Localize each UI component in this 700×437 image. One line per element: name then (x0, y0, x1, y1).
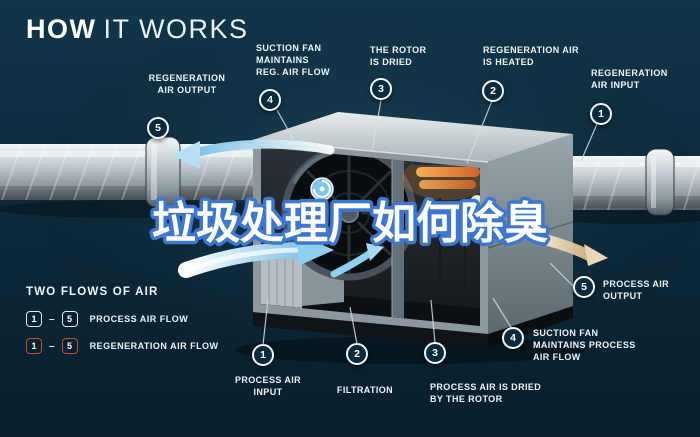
legend-dash: – (49, 340, 55, 352)
regen-output-arrow (172, 139, 335, 169)
callout-label-process-fan: SUCTION FAN MAINTAINS PROCESS AIR FLOW (533, 328, 636, 363)
divider-wall (392, 153, 404, 326)
callout-label-regen-heated: REGENERATION AIR IS HEATED (483, 45, 579, 68)
callout-label-filtration: FILTRATION (336, 385, 394, 395)
callout-badge-regen-input: 1 (590, 103, 612, 125)
outlet-cone (466, 195, 480, 237)
legend-row-regeneration: 1 – 5 REGENERATION AIR FLOW (26, 338, 219, 354)
flow-arrows (172, 139, 608, 278)
legend-label-regeneration: REGENERATION AIR FLOW (89, 341, 219, 351)
callout-badge-regen-heated: 2 (482, 80, 504, 102)
callout-badge-process-dried: 3 (424, 342, 446, 364)
legend: TWO FLOWS OF AIR 1 – 5 PROCESS AIR FLOW … (26, 286, 219, 365)
leader-lines (157, 99, 598, 346)
callout-label-regen-fan: SUCTION FAN MAINTAINS REG. AIR FLOW (256, 43, 330, 78)
title-it-works: IT WORKS (103, 14, 249, 44)
unit-right-face (488, 134, 573, 334)
legend-regen-start-badge: 1 (26, 338, 42, 354)
callout-label-regen-input: REGENERATION AIR INPUT (591, 68, 668, 91)
unit-top-face (253, 112, 573, 162)
callout-badge-regen-output: 5 (147, 117, 169, 139)
process-output-arrow (532, 232, 608, 266)
callout-label-regen-output: REGENERATION AIR OUTPUT (148, 73, 226, 96)
callout-badge-filtration: 2 (346, 343, 368, 365)
unit-base (253, 312, 488, 348)
callout-label-process-input: PROCESS AIR INPUT (234, 375, 302, 398)
callout-label-process-output: PROCESS AIR OUTPUT (603, 279, 670, 302)
legend-heading: TWO FLOWS OF AIR (26, 286, 159, 298)
process-input-arrow (178, 234, 334, 278)
right-duct (540, 148, 700, 224)
callout-label-rotor-dried: THE ROTOR IS DRIED (370, 45, 427, 68)
legend-label-process: PROCESS AIR FLOW (89, 314, 189, 324)
title-how: HOW (26, 14, 97, 44)
legend-regen-end-badge: 5 (61, 338, 78, 354)
duct-flange-right (645, 148, 675, 216)
callout-badge-rotor-dried: 3 (370, 78, 392, 100)
callout-badge-regen-fan: 4 (259, 89, 281, 111)
fan-swirl-icon (310, 177, 334, 201)
legend-row-process: 1 – 5 PROCESS AIR FLOW (26, 311, 219, 327)
callout-badge-process-input: 1 (252, 344, 274, 366)
legend-process-end-badge: 5 (61, 311, 78, 327)
legend-process-start-badge: 1 (26, 311, 42, 327)
overlay-title: 垃圾处理厂如何除臭 (152, 199, 548, 248)
legend-dash: – (49, 313, 55, 325)
callout-badge-process-output: 5 (573, 276, 595, 298)
callout-badge-process-fan: 4 (502, 327, 524, 349)
interior-flow-arrow (330, 243, 384, 278)
callout-label-process-dried: PROCESS AIR IS DRIED BY THE ROTOR (430, 382, 542, 405)
filter-panel (261, 246, 302, 308)
dehumidifier-unit (235, 112, 585, 364)
